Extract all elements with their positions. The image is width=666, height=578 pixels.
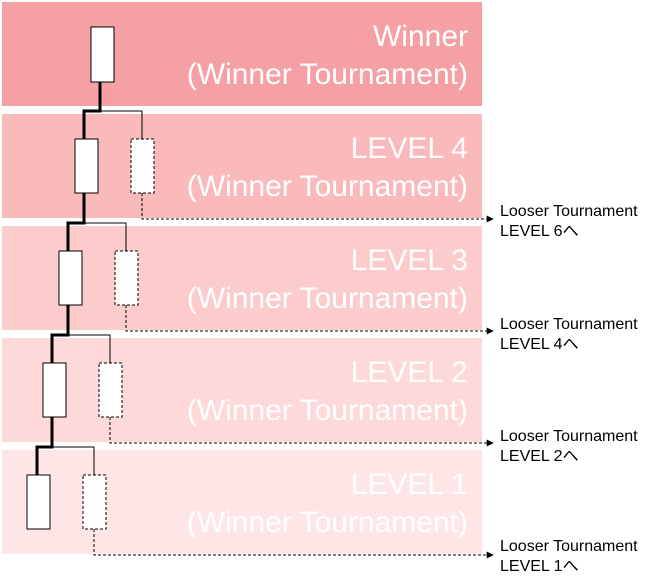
band-title: LEVEL 1 (Winner Tournament) [187,466,468,541]
branch-line [100,110,143,139]
looser-arrow [141,193,494,223]
band-title: Winner (Winner Tournament) [187,18,468,93]
looser-label: Looser Tournament LEVEL 4へ [500,315,638,355]
looser-label-line2: LEVEL 6へ [500,223,579,240]
looser-box [130,138,155,194]
looser-label: Looser Tournament LEVEL 2へ [500,427,638,467]
winner-box [90,26,115,83]
band-level-3: LEVEL 3 (Winner Tournament) [2,226,482,330]
level-subtitle: (Winner Tournament) [186,169,468,203]
level-title: LEVEL 1 [350,468,468,501]
looser-label-line1: Looser Tournament [500,316,638,333]
level-subtitle: (Winner Tournament) [186,393,468,427]
looser-label: Looser Tournament LEVEL 1へ [500,537,638,577]
band-level-4: LEVEL 4 (Winner Tournament) [2,114,482,218]
looser-label-line2: LEVEL 1へ [500,558,579,575]
level-title: Winner [372,20,468,53]
looser-label-line1: Looser Tournament [500,428,638,445]
branch-line [84,222,127,251]
winner-box [74,138,99,194]
band-level-1: LEVEL 1 (Winner Tournament) [2,450,482,554]
looser-box [114,250,139,306]
looser-arrow [109,417,494,447]
looser-label-line1: Looser Tournament [500,538,638,555]
looser-box [82,474,107,530]
winner-box [58,250,83,306]
level-title: LEVEL 2 [350,356,468,389]
level-subtitle: (Winner Tournament) [186,57,468,91]
level-title: LEVEL 3 [350,244,468,277]
level-subtitle: (Winner Tournament) [186,281,468,315]
looser-label: Looser Tournament LEVEL 6へ [500,202,638,242]
band-title: LEVEL 4 (Winner Tournament) [187,130,468,205]
band-winner: Winner (Winner Tournament) [2,2,482,106]
looser-label-line2: LEVEL 4へ [500,336,579,353]
band-title: LEVEL 2 (Winner Tournament) [187,354,468,429]
looser-arrow [93,529,494,559]
band-title: LEVEL 3 (Winner Tournament) [187,242,468,317]
branch-line [68,334,111,363]
band-level-2: LEVEL 2 (Winner Tournament) [2,338,482,442]
looser-box [98,362,123,418]
level-subtitle: (Winner Tournament) [186,505,468,539]
winner-box [26,474,51,530]
looser-label-line1: Looser Tournament [500,203,638,220]
looser-label-line2: LEVEL 2へ [500,448,579,465]
winner-box [42,362,67,418]
looser-arrow [125,305,494,335]
branch-line [52,446,95,475]
level-title: LEVEL 4 [350,132,468,165]
